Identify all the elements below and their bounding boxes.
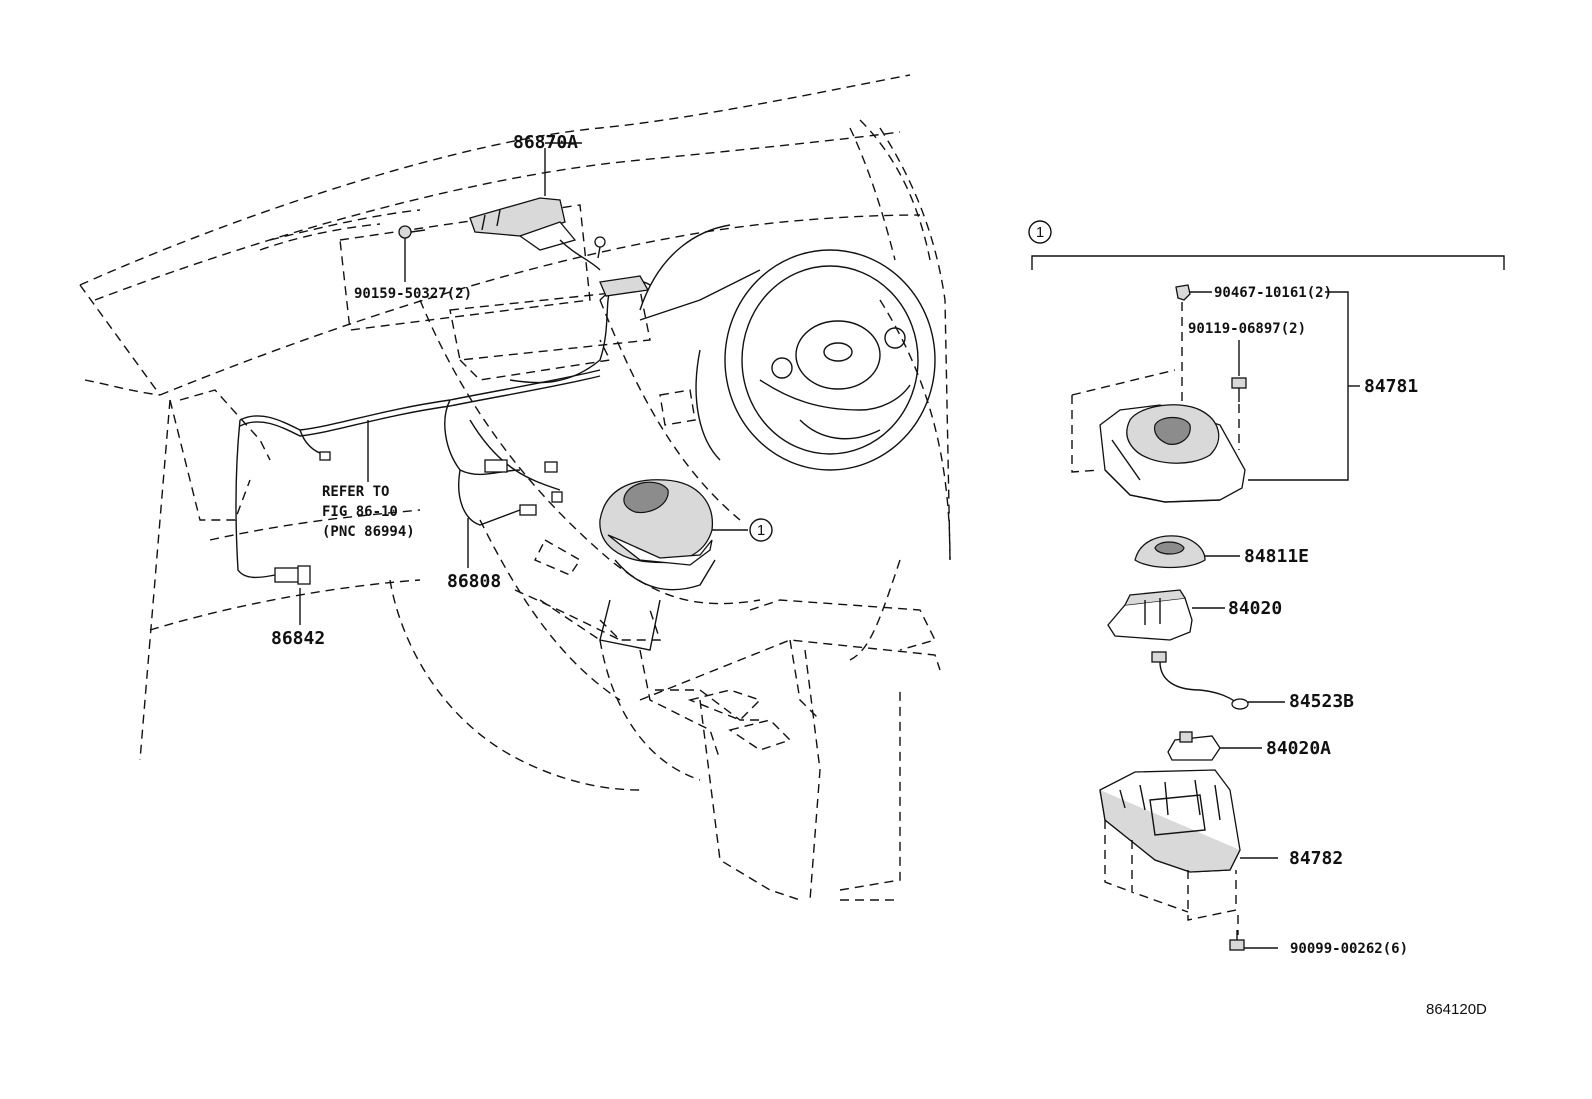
label-90159-50327: 90159-50327(2) xyxy=(354,286,472,302)
callout-circle-left: 1 xyxy=(749,518,773,542)
shift-lever-installed xyxy=(599,479,716,651)
switch-84020a xyxy=(1167,731,1262,761)
label-86842: 86842 xyxy=(271,628,325,649)
label-84020: 84020 xyxy=(1228,598,1282,619)
label-84020a: 84020A xyxy=(1266,738,1331,759)
callout-number-left: 1 xyxy=(757,522,765,539)
label-84811e: 84811E xyxy=(1244,546,1309,567)
label-90099-00262: 90099-00262(6) xyxy=(1290,941,1408,957)
figure-code: 864120D xyxy=(1426,1001,1487,1018)
label-84782: 84782 xyxy=(1289,848,1343,869)
module-86870a xyxy=(469,148,650,297)
group-bracket: 1 xyxy=(1028,220,1505,270)
wire-84523b xyxy=(1151,651,1285,710)
label-84781: 84781 xyxy=(1364,376,1418,397)
label-90119-06897: 90119-06897(2) xyxy=(1188,321,1306,337)
label-84523b: 84523B xyxy=(1289,691,1354,712)
wire-harness xyxy=(235,280,651,585)
label-refer-line2: FIG 86-10 xyxy=(322,504,398,520)
screw-90119 xyxy=(1231,340,1247,450)
screw-90099 xyxy=(1229,915,1278,951)
switch-84020 xyxy=(1107,589,1225,641)
group-marker-number: 1 xyxy=(1036,224,1044,241)
label-refer-line1: REFER TO xyxy=(322,484,389,500)
leader-84781 xyxy=(1248,291,1360,481)
label-refer-line3: (PNC 86994) xyxy=(322,524,415,540)
steering-wheel xyxy=(639,224,936,471)
shift-bezel-84781 xyxy=(1071,369,1246,503)
label-86808: 86808 xyxy=(447,571,501,592)
label-90467-10161: 90467-10161(2) xyxy=(1214,285,1332,301)
dashboard-outline xyxy=(79,74,951,901)
housing-84782 xyxy=(1099,769,1278,921)
knob-84811e xyxy=(1134,535,1240,569)
clip-90467 xyxy=(1175,284,1212,420)
label-86870a: 86870A xyxy=(513,132,578,153)
bolt-90159 xyxy=(398,225,426,282)
leader-lines-left xyxy=(299,142,748,625)
